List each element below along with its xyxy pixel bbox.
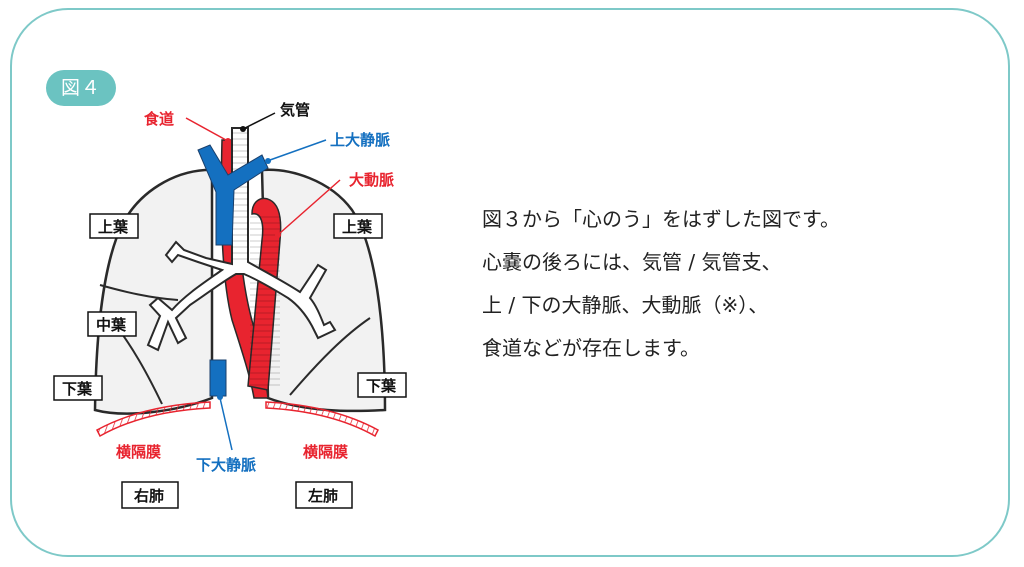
label-aorta: 大動脈: [349, 171, 394, 189]
label-trachea: 気管: [280, 101, 310, 119]
figure-badge: 図４: [46, 70, 116, 106]
leader-esophagus: [185, 117, 227, 141]
diaphragm-right: [96, 401, 211, 438]
box-right-lung: 右肺: [121, 481, 179, 509]
description-line-3: 上 / 下の大静脈、大動脈（※）、: [482, 293, 769, 317]
label-diaphragm-left: 横隔膜: [303, 443, 348, 461]
label-ivc: 下大静脈: [196, 456, 256, 474]
leader-aorta: [279, 179, 341, 234]
description-line-1: 図３から「心のう」をはずした図です。: [482, 207, 840, 231]
superior-vena-cava: [197, 144, 269, 246]
label-diaphragm-right: 横隔膜: [116, 443, 161, 461]
leader-ivc-dot: [217, 394, 223, 400]
label-svc: 上大静脈: [330, 131, 390, 149]
box-upper-lobe-left: 上葉: [333, 213, 383, 239]
leader-trachea: [244, 112, 276, 129]
leader-esophagus-dot: [225, 138, 231, 144]
box-upper-lobe-right: 上葉: [89, 213, 139, 239]
leader-ivc: [219, 397, 233, 451]
leader-trachea-dot: [240, 126, 246, 132]
left-lung-fissure: [289, 317, 371, 396]
svg-text:中葉: 中葉: [96, 316, 127, 334]
svg-text:下葉: 下葉: [366, 377, 397, 395]
box-lower-lobe-left: 下葉: [357, 372, 407, 398]
svg-text:左肺: 左肺: [307, 487, 338, 505]
svg-text:上葉: 上葉: [98, 218, 129, 236]
leader-svc-dot: [265, 158, 271, 164]
label-esophagus: 食道: [144, 110, 174, 128]
aorta-stripes: [250, 212, 280, 388]
svg-text:右肺: 右肺: [134, 487, 164, 505]
box-left-lung: 左肺: [295, 481, 353, 509]
leader-svc: [269, 139, 327, 161]
description-line-4: 食道などが存在します。: [482, 336, 700, 360]
right-lung-fissure-upper: [99, 284, 179, 301]
trachea-rings: [232, 130, 248, 260]
description-line-2: 心嚢の後ろには、気管 / 気管支、: [482, 250, 782, 274]
svg-text:上葉: 上葉: [342, 218, 373, 236]
leader-aorta-dot: [275, 232, 281, 238]
box-lower-lobe-right: 下葉: [53, 375, 103, 401]
box-middle-lobe: 中葉: [87, 311, 137, 337]
diaphragm-left: [265, 401, 379, 438]
inferior-vena-cava: [209, 359, 227, 397]
description-text: 図３から「心のう」をはずした図です。 心嚢の後ろには、気管 / 気管支、 上 /…: [482, 198, 952, 370]
svg-text:下葉: 下葉: [62, 380, 93, 398]
